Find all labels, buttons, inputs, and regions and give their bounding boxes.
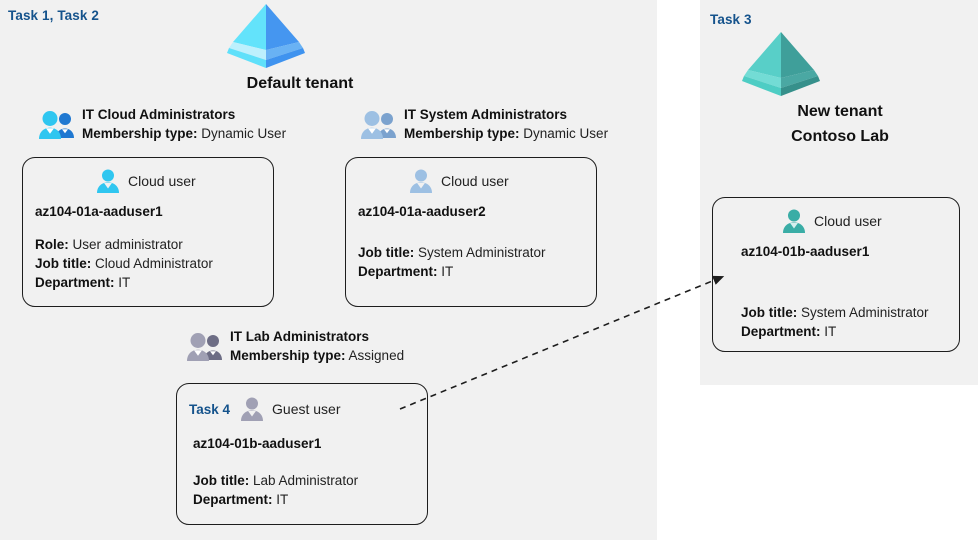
group-membership: Membership type: Dynamic User xyxy=(404,125,608,143)
attribute-label: Role: xyxy=(35,237,69,252)
membership-label: Membership type: xyxy=(230,347,346,363)
task-label-1-2: Task 1, Task 2 xyxy=(8,8,99,23)
membership-label: Membership type: xyxy=(404,125,520,141)
username: az104-01b-aaduser1 xyxy=(741,244,870,259)
username: az104-01a-aaduser2 xyxy=(358,204,486,219)
default-tenant-block: Default tenant xyxy=(225,2,375,95)
attribute-value: System Administrator xyxy=(418,245,546,260)
task-label-4: Task 4 xyxy=(189,401,231,417)
attribute-label: Job title: xyxy=(741,305,798,320)
card-header: Task 4 Guest user xyxy=(189,396,427,422)
default-tenant-name: Default tenant xyxy=(246,75,354,92)
card-head-label: Cloud user xyxy=(441,173,509,189)
group-membership: Membership type: Dynamic User xyxy=(82,125,286,143)
task-label-3: Task 3 xyxy=(710,12,752,27)
attribute-value: IT xyxy=(276,492,289,508)
attribute-label: Job title: xyxy=(358,245,415,260)
membership-label: Membership type: xyxy=(82,125,198,141)
attribute-row: Department: IT xyxy=(358,262,596,281)
card-attributes: Job title: System Administrator Departme… xyxy=(741,303,959,341)
group-users-icon xyxy=(186,332,224,362)
attribute-value: System Administrator xyxy=(801,305,929,320)
attribute-row: Role: User administrator xyxy=(35,235,273,254)
user-card-guest-az104-01b-aaduser1[interactable]: Task 4 Guest user az104-01b-aaduser1 Job… xyxy=(176,383,428,525)
card-attributes: Job title: System Administrator Departme… xyxy=(358,243,596,281)
attribute-value: IT xyxy=(824,324,837,340)
group-users-icon xyxy=(360,110,398,140)
attribute-row: Department: IT xyxy=(35,273,273,292)
attribute-label: Department: xyxy=(358,264,438,280)
attribute-label: Job title: xyxy=(35,256,92,272)
card-attributes: Role: User administrator Job title: Clou… xyxy=(35,235,273,292)
attribute-row: Job title: Lab Administrator xyxy=(193,471,427,490)
card-head-label: Cloud user xyxy=(814,213,882,229)
guest-user-icon xyxy=(239,396,265,422)
attribute-value: Lab Administrator xyxy=(253,473,359,488)
attribute-label: Department: xyxy=(35,275,115,291)
attribute-row: Job title: System Administrator xyxy=(358,243,596,262)
membership-value: Assigned xyxy=(348,347,405,363)
new-tenant-name-line2: Contoso Lab xyxy=(791,128,889,146)
group-membership: Membership type: Assigned xyxy=(230,347,404,365)
attribute-value: Cloud Administrator xyxy=(95,256,213,272)
attribute-label: Job title: xyxy=(193,473,250,488)
cloud-user-icon xyxy=(408,168,434,194)
card-head-label: Cloud user xyxy=(128,173,196,189)
group-name: IT System Administrators xyxy=(404,107,568,122)
new-tenant-block: New tenant Contoso Lab xyxy=(740,30,940,148)
cloud-user-icon xyxy=(781,208,807,234)
attribute-row: Job title: Cloud Administrator xyxy=(35,254,273,273)
user-card-az104-01a-aaduser1[interactable]: Cloud user az104-01a-aaduser1 Role: User… xyxy=(22,157,274,307)
attribute-label: Department: xyxy=(193,492,273,508)
user-card-new-tenant-az104-01b-aaduser1[interactable]: Cloud user az104-01b-aaduser1 Job title:… xyxy=(712,197,960,352)
attribute-row: Department: IT xyxy=(193,490,427,509)
attribute-value: IT xyxy=(118,275,131,291)
group-users-icon xyxy=(38,110,76,140)
attribute-value: IT xyxy=(441,264,454,280)
card-header: Cloud user xyxy=(95,168,273,194)
card-attributes: Job title: Lab Administrator Department:… xyxy=(193,471,427,509)
user-card-az104-01a-aaduser2[interactable]: Cloud user az104-01a-aaduser2 Job title:… xyxy=(345,157,597,307)
group-it-lab-administrators: IT Lab Administrators Membership type: A… xyxy=(186,329,404,364)
attribute-value: User administrator xyxy=(72,237,183,252)
cloud-user-icon xyxy=(95,168,121,194)
azure-tenant-pyramid-icon xyxy=(225,2,375,70)
membership-value: Dynamic User xyxy=(523,125,609,141)
group-it-system-administrators: IT System Administrators Membership type… xyxy=(360,107,608,142)
attribute-label: Department: xyxy=(741,324,821,340)
username: az104-01a-aaduser1 xyxy=(35,204,163,219)
attribute-row: Department: IT xyxy=(741,322,959,341)
azure-tenant-pyramid-icon xyxy=(740,30,940,98)
group-name: IT Lab Administrators xyxy=(230,329,370,344)
membership-value: Dynamic User xyxy=(201,125,287,141)
attribute-row: Job title: System Administrator xyxy=(741,303,959,322)
card-head-label: Guest user xyxy=(272,401,341,417)
username: az104-01b-aaduser1 xyxy=(193,436,322,451)
group-it-cloud-administrators: IT Cloud Administrators Membership type:… xyxy=(38,107,286,142)
new-tenant-name-line1: New tenant xyxy=(797,103,883,120)
card-header: Cloud user xyxy=(408,168,596,194)
group-name: IT Cloud Administrators xyxy=(82,107,236,122)
card-header: Cloud user xyxy=(781,208,959,234)
